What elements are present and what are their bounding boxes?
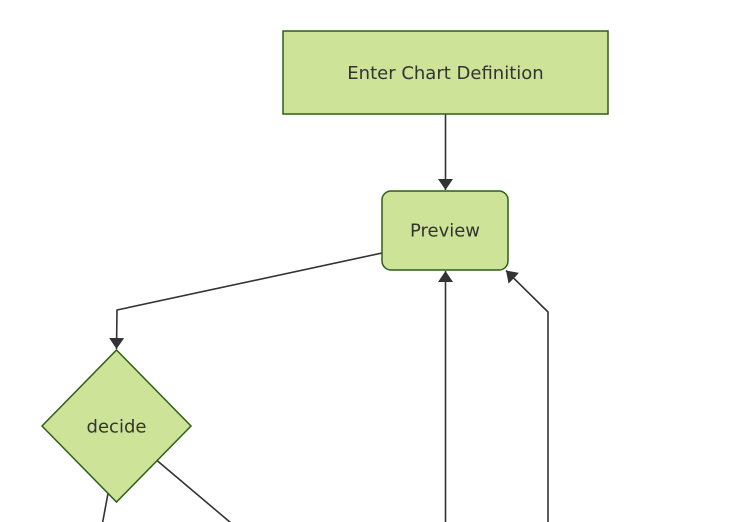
edge-bottom-right-to-preview — [505, 269, 549, 522]
edge-preview-to-decide — [109, 252, 383, 350]
preview-label: Preview — [410, 221, 480, 242]
edge-decide-to-offscreen-left — [101, 493, 109, 522]
node-preview: Preview — [381, 190, 509, 271]
node-enter-chart-definition: Enter Chart Definition — [282, 30, 609, 115]
decide-diamond — [40, 348, 193, 504]
edge-decide-to-offscreen-bottom — [156, 459, 232, 522]
enter-chart-definition-box — [282, 30, 609, 115]
preview-box — [381, 190, 509, 271]
node-decide: decide — [40, 348, 193, 504]
enter-chart-definition-label: Enter Chart Definition — [347, 63, 543, 84]
decide-label: decide — [87, 417, 147, 438]
